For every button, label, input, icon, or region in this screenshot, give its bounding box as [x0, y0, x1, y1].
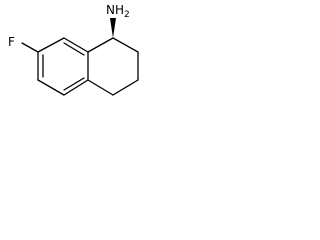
fluorine-label: F [8, 35, 15, 49]
bond-ar-double-1 [63, 42, 85, 56]
chemical-structure: F NH2 [8, 3, 139, 96]
amine-label: NH2 [106, 3, 130, 20]
bond-sat-c9-c10 [112, 37, 139, 53]
bond-ar-c4-c5 [37, 79, 65, 96]
bond-sat-c11-c12 [112, 79, 139, 96]
bond-sat-c1-c9 [87, 37, 114, 53]
bond-sat-c12-c6 [87, 79, 114, 96]
bond-ar-c1-c2 [63, 37, 89, 53]
bond-c-f [21, 42, 39, 53]
stereo-wedge-bond [110, 18, 116, 38]
bond-ar-c5-c6 [63, 79, 89, 96]
amine-label-main: NH [106, 3, 124, 17]
amine-label-subscript: 2 [124, 10, 130, 20]
bond-ar-double-3 [63, 77, 85, 91]
bond-ar-c2-c3 [37, 37, 65, 53]
